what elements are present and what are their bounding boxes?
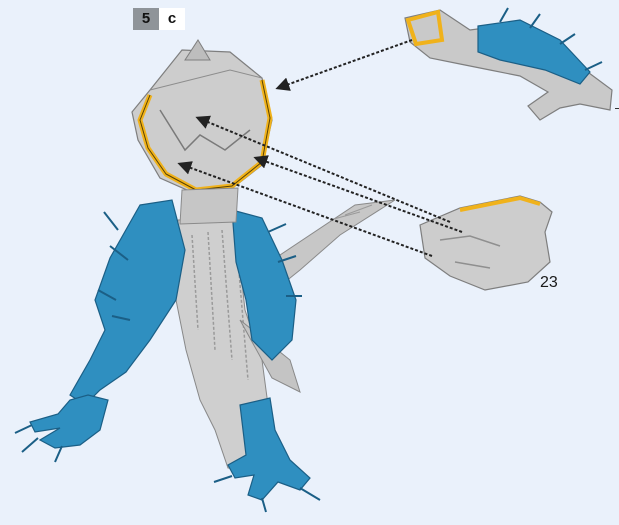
- step-number: 5: [133, 8, 159, 30]
- edge-tick-mark: [615, 108, 619, 109]
- step-letter: c: [159, 8, 185, 30]
- detached-arm-part: [405, 8, 612, 120]
- step-badge: 5 c: [133, 8, 185, 30]
- arrow-arm-to-head: [278, 40, 412, 88]
- part-number-label: 23: [540, 274, 558, 292]
- left-arm-part: [70, 200, 185, 405]
- neck-part: [180, 188, 238, 224]
- left-claw-part: [15, 395, 108, 462]
- detached-jaw-part: [420, 196, 552, 290]
